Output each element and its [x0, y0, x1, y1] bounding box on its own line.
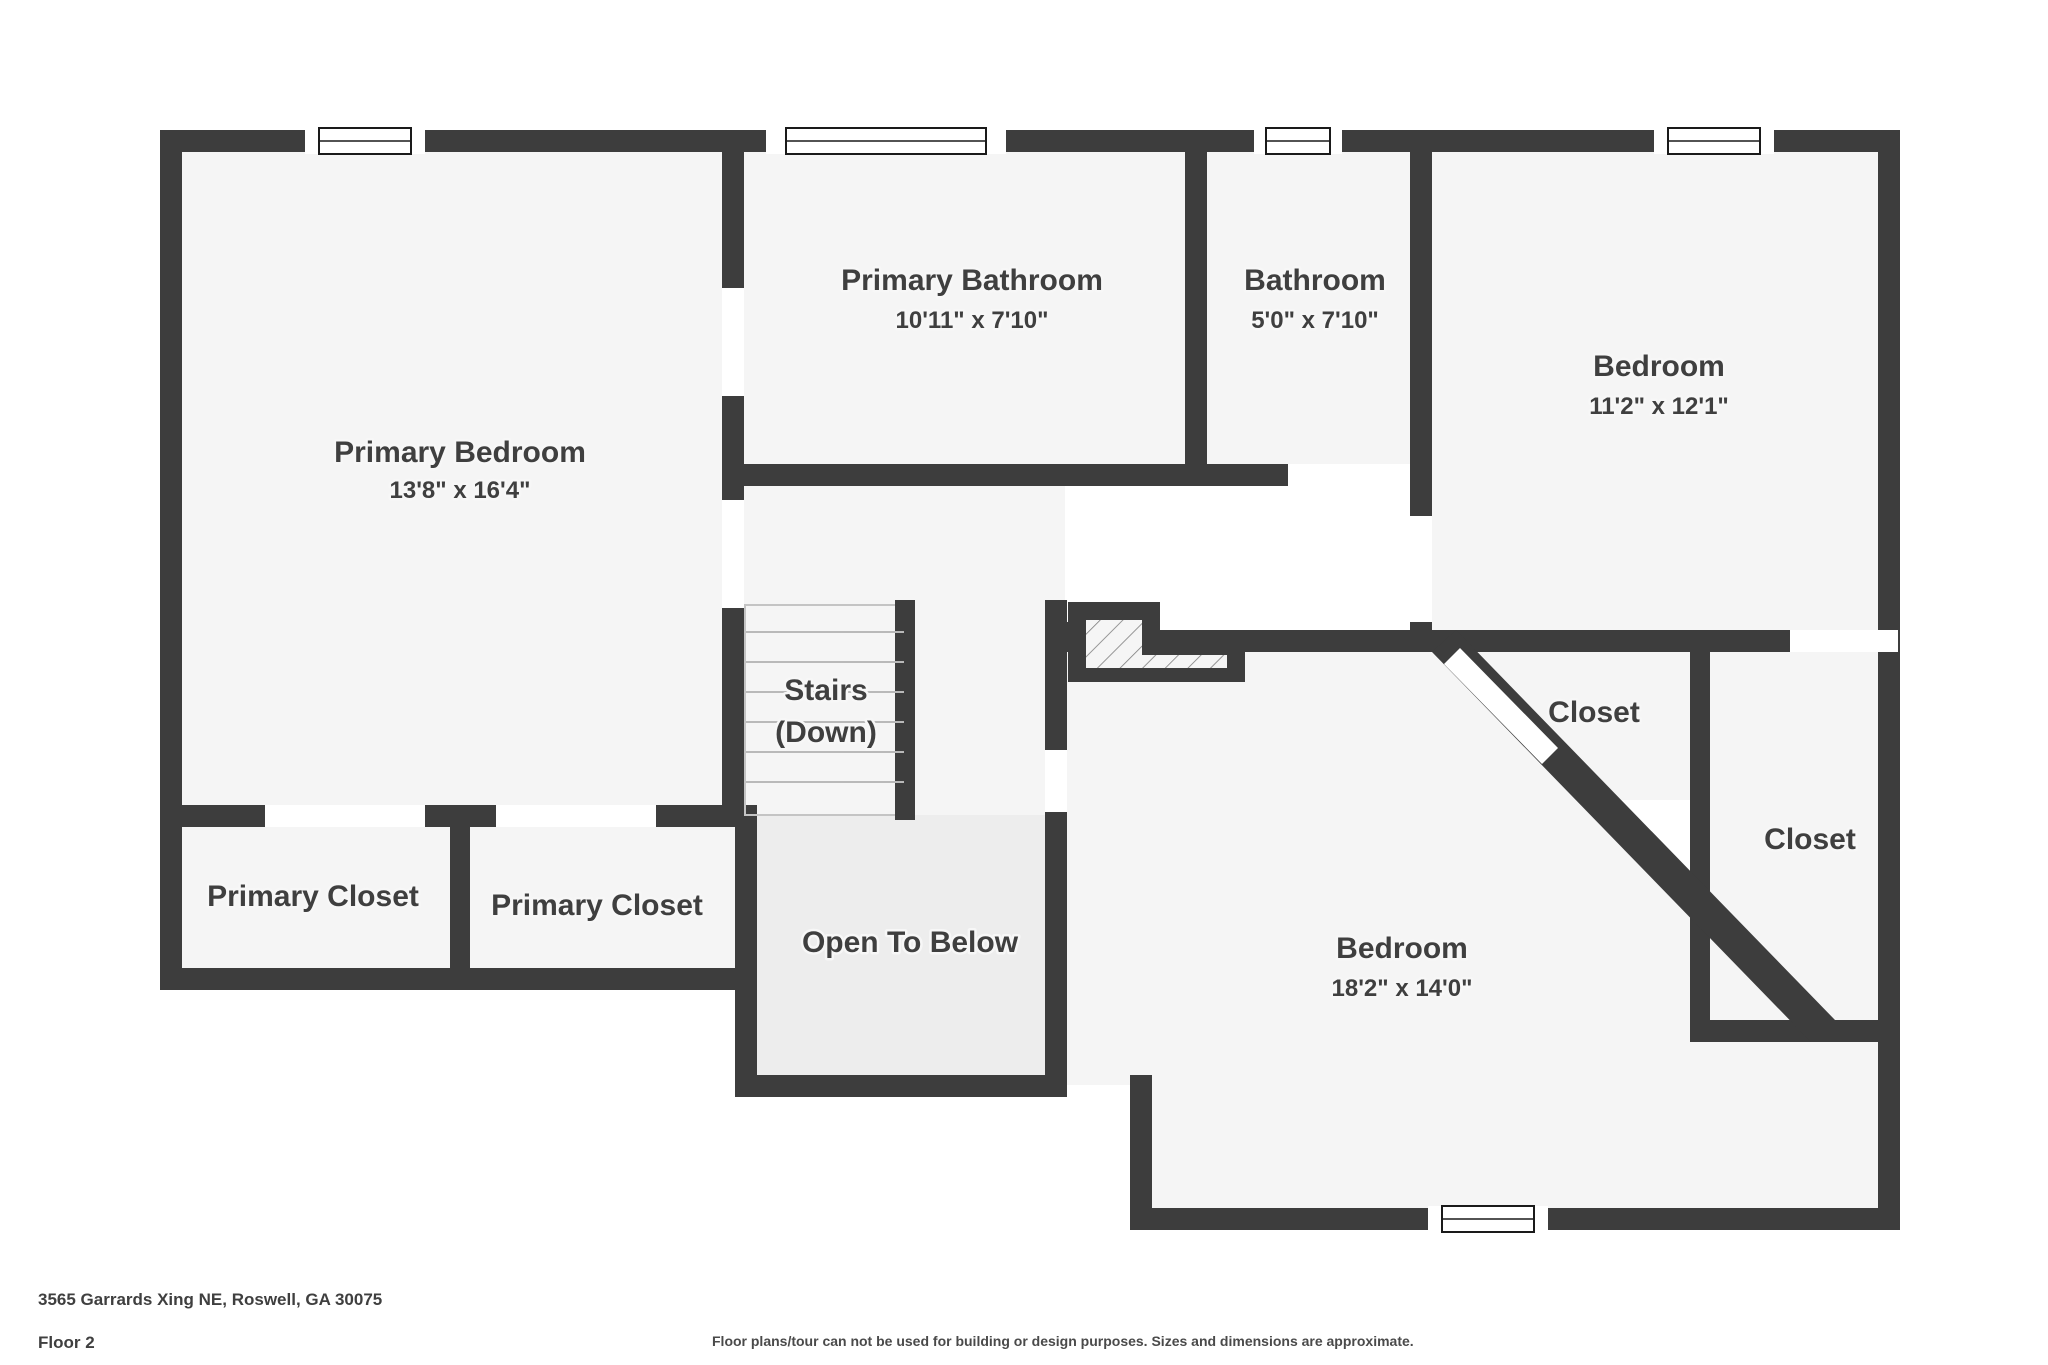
- label-stairs-name: Stairs: [784, 674, 867, 707]
- label-primary-closet-1: Primary Closet: [207, 880, 419, 913]
- label-bedroom-upper-name: Bedroom: [1593, 350, 1725, 383]
- windows: [305, 127, 1774, 1233]
- fill-open-to-below: [735, 815, 1055, 1085]
- wall-primary-bathroom-bottom: [722, 464, 1207, 486]
- label-open-to-below: Open To Below: [802, 926, 1019, 959]
- door-bedroom-upper-left: [1410, 516, 1432, 622]
- fill-primary-closet-1: [160, 815, 450, 990]
- fill-bathroom: [1195, 135, 1420, 475]
- wall-hall-right: [1045, 600, 1067, 1090]
- room-fills: [160, 135, 1900, 1230]
- door-primary-closet-1: [265, 805, 425, 827]
- room-labels: Primary Bedroom 13'8" x 16'4" Primary Ba…: [205, 262, 1859, 1005]
- wall-exterior-right-upper: [1878, 130, 1900, 1230]
- wall-bedroom-lower-left: [1130, 1075, 1152, 1230]
- label-primary-bedroom-dims: 13'8" x 16'4": [390, 477, 531, 504]
- wall-closet-divider: [1690, 630, 1710, 1042]
- door-hall-to-open: [1045, 750, 1067, 812]
- wall-bedroom-upper-left: [1410, 130, 1432, 642]
- wall-bath-divider: [1185, 130, 1207, 475]
- disclaimer-text: Floor plans/tour can not be used for bui…: [712, 1333, 1414, 1349]
- wall-exterior-top: [160, 130, 1900, 152]
- window-bedroom-upper-top: [1654, 127, 1774, 155]
- fill-closet-upper: [1440, 640, 1700, 800]
- fill-bedroom-upper: [1420, 135, 1900, 640]
- door-primary-bathroom-left: [722, 288, 744, 396]
- label-bathroom-dims: 5'0" x 7'10": [1251, 307, 1379, 334]
- window-primary-bathroom-top: [766, 127, 1006, 155]
- wall-open-to-below-left: [735, 805, 757, 1097]
- window-bathroom-top: [1254, 127, 1342, 155]
- label-bedroom-upper-dims: 11'2" x 12'1": [1589, 393, 1729, 420]
- label-primary-bathroom-dims: 10'11" x 7'10": [896, 307, 1049, 334]
- label-stairs-direction: (Down): [775, 716, 877, 749]
- fill-bedroom-lower-main: [1055, 640, 1900, 1230]
- door-hall-to-primary-bedroom: [722, 500, 744, 608]
- walls: [160, 130, 1900, 1230]
- wall-closet-lower-bottom: [1690, 1020, 1900, 1042]
- label-primary-bathroom-name: Primary Bathroom: [841, 264, 1103, 297]
- fill-primary-bathroom: [735, 135, 1195, 475]
- label-bathroom-name: Bathroom: [1244, 264, 1386, 297]
- bulkhead-wall-outline: [1045, 602, 1245, 682]
- wall-bedroom-lower-top: [1045, 630, 1900, 652]
- door-closet-diagonal: [1444, 648, 1558, 764]
- stair-bulkhead: [1045, 602, 1245, 682]
- stairs-graphic: [744, 600, 915, 820]
- fill-primary-closet-2: [450, 815, 740, 990]
- wall-open-to-below-bottom: [735, 1075, 1067, 1097]
- window-bedroom-lower-bottom: [1428, 1205, 1548, 1233]
- wall-exterior-left: [160, 130, 182, 990]
- bulkhead-hatch-fill-2: [1086, 620, 1227, 668]
- property-address: 3565 Garrards Xing NE, Roswell, GA 30075: [38, 1290, 383, 1309]
- label-primary-bedroom-name: Primary Bedroom: [334, 436, 586, 469]
- floor-label: Floor 2: [38, 1333, 95, 1352]
- door-openings: [265, 288, 1898, 827]
- wall-primary-closet-divider: [450, 805, 470, 990]
- door-closet-lower-top: [1790, 630, 1898, 652]
- fill-stairs: [745, 605, 905, 815]
- door-bathroom-bottom: [1288, 464, 1410, 486]
- window-primary-bedroom-top: [305, 127, 425, 155]
- fill-closet-lower: [1700, 640, 1900, 1035]
- label-closet-lower: Closet: [1764, 823, 1856, 856]
- label-bedroom-lower-dims: 18'2" x 14'0": [1332, 975, 1473, 1002]
- label-closet-upper: Closet: [1548, 696, 1640, 729]
- label-primary-closet-2: Primary Closet: [491, 889, 703, 922]
- fill-primary-bedroom: [160, 135, 735, 815]
- door-primary-closet-2: [496, 805, 656, 827]
- stairs-right-wall: [895, 600, 915, 820]
- label-bedroom-lower-name: Bedroom: [1336, 932, 1468, 965]
